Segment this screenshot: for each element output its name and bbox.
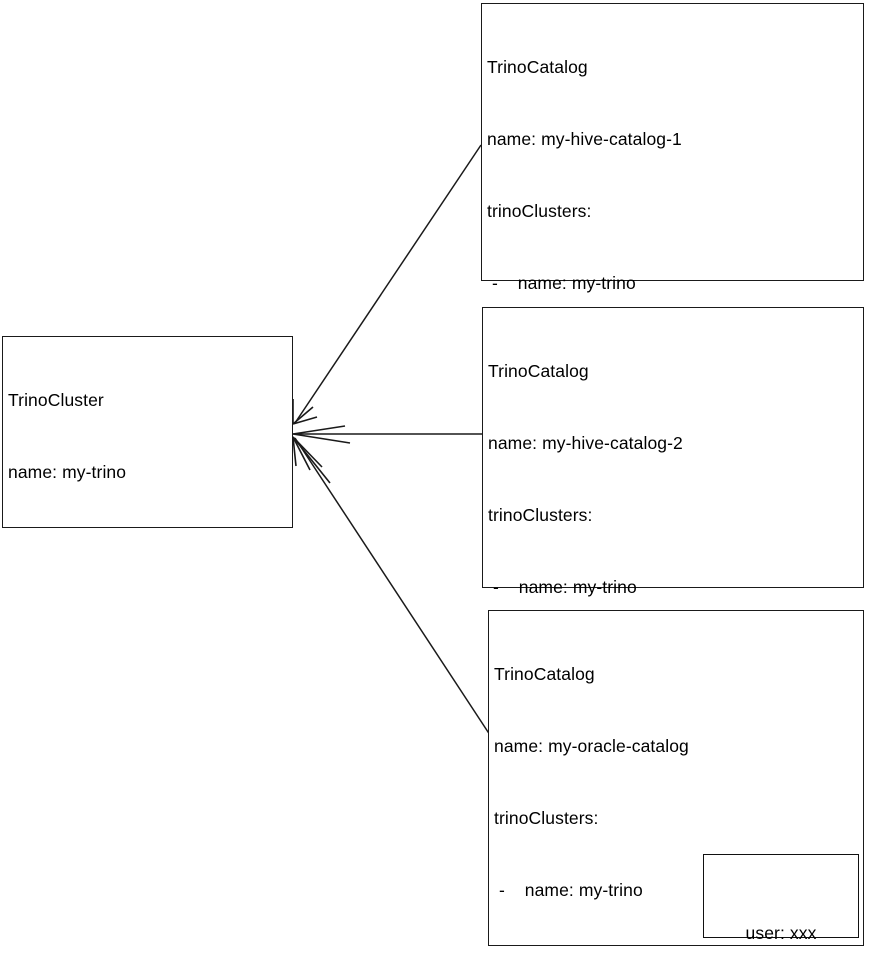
catalog-hive-2-line-3: - name: my-trino	[488, 577, 637, 597]
catalog-hive-1-line-2: trinoClusters:	[487, 201, 592, 221]
catalog-oracle-line-4: oracle:	[494, 950, 860, 954]
catalog-hive-1-line-3: - name: my-trino	[487, 273, 636, 293]
catalog-oracle-line-0: TrinoCatalog	[494, 664, 595, 684]
edge-hive-1-to-cluster	[292, 144, 482, 425]
trino-cluster-spec: TrinoCluster name: my-trino	[8, 340, 289, 532]
catalog-oracle-spec: TrinoCatalog name: my-oracle-catalog tri…	[494, 614, 860, 954]
node-secret[interactable]: user: xxx password: xxx	[703, 854, 859, 943]
catalog-oracle-line-3: - name: my-trino	[494, 880, 643, 900]
trino-cluster-line-1: name: my-trino	[8, 462, 127, 482]
node-trino-cluster[interactable]: TrinoCluster name: my-trino	[2, 336, 293, 528]
node-catalog-oracle[interactable]: TrinoCatalog name: my-oracle-catalog tri…	[488, 610, 864, 954]
catalog-oracle-line-2: trinoClusters:	[494, 808, 599, 828]
catalog-hive-2-line-1: name: my-hive-catalog-2	[488, 433, 683, 453]
catalog-oracle-line-1: name: my-oracle-catalog	[494, 736, 689, 756]
catalog-hive-1-line-0: TrinoCatalog	[487, 57, 588, 77]
catalog-hive-1-line-1: name: my-hive-catalog-1	[487, 129, 682, 149]
trino-cluster-line-0: TrinoCluster	[8, 390, 104, 410]
catalog-hive-2-line-2: trinoClusters:	[488, 505, 593, 525]
secret-spec: user: xxx password: xxx	[704, 871, 858, 954]
catalog-hive-2-line-0: TrinoCatalog	[488, 361, 589, 381]
edge-hive-2-to-cluster	[292, 425, 482, 444]
secret-line-0: user: xxx	[745, 923, 817, 943]
node-catalog-hive-2[interactable]: TrinoCatalog name: my-hive-catalog-2 tri…	[482, 307, 864, 885]
node-catalog-hive-1[interactable]: TrinoCatalog name: my-hive-catalog-1 tri…	[481, 3, 864, 653]
edge-oracle-to-cluster	[292, 436, 491, 736]
